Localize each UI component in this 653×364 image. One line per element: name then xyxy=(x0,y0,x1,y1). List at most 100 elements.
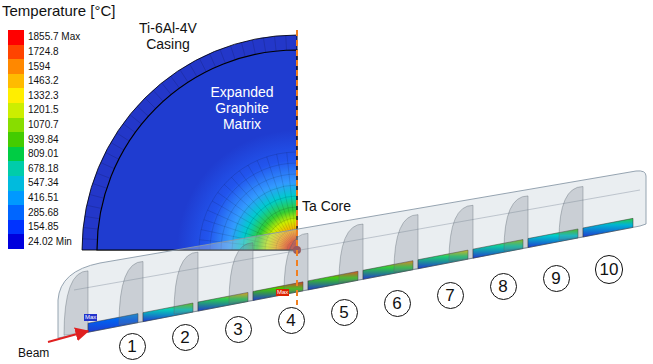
target-housing xyxy=(58,171,646,338)
legend-value: 154.85 xyxy=(28,221,59,233)
legend-swatch xyxy=(8,234,24,249)
callout-circle: 5 xyxy=(331,299,358,326)
segment-plate xyxy=(394,215,418,272)
mesh-line xyxy=(210,54,216,68)
legend-swatch xyxy=(8,30,24,45)
callout-number: 6 xyxy=(392,295,401,312)
mesh-line xyxy=(96,173,110,178)
mesh-line xyxy=(89,194,103,198)
extreme-tag: Max xyxy=(84,314,97,321)
legend-swatch xyxy=(8,45,24,60)
legend-swatch xyxy=(8,220,24,235)
legend-swatch xyxy=(8,118,24,133)
callout-circle: 6 xyxy=(384,290,411,317)
callout-number: 9 xyxy=(551,270,560,287)
segment-plate xyxy=(119,262,143,325)
housing-ridge xyxy=(74,190,640,290)
legend-value: 24.02 Min xyxy=(28,236,72,248)
mesh-line xyxy=(87,205,102,208)
casing-mesh xyxy=(82,35,297,250)
segment-plate xyxy=(64,271,88,335)
segment-plate xyxy=(504,196,528,251)
beam-arrow xyxy=(48,331,88,342)
mesh-line xyxy=(101,163,115,169)
legend-value: 1201.5 xyxy=(28,104,59,116)
section-cut-line xyxy=(296,30,298,305)
callout-number: 3 xyxy=(233,321,242,338)
target-segment xyxy=(583,218,633,237)
target-segments xyxy=(64,187,633,336)
mesh-line xyxy=(117,133,130,141)
mesh-line xyxy=(190,64,198,77)
mesh-line xyxy=(93,184,107,189)
mesh-line xyxy=(171,76,180,88)
legend-swatch xyxy=(8,147,24,162)
segment-plate xyxy=(174,252,198,314)
part-label: Expanded Graphite Matrix xyxy=(204,84,280,132)
mesh-line xyxy=(162,83,171,95)
mesh-line xyxy=(82,250,97,251)
legend-swatch xyxy=(8,191,24,206)
mesh-line xyxy=(252,40,255,55)
graphite-section xyxy=(97,50,297,250)
part-label: Beam xyxy=(18,347,49,361)
callout-circle: 4 xyxy=(278,307,305,334)
legend-swatch xyxy=(8,59,24,74)
segment-plate xyxy=(229,243,253,304)
mesh-line xyxy=(123,124,135,133)
mesh-line xyxy=(180,70,188,83)
callout-number: 5 xyxy=(339,304,348,321)
mesh-line xyxy=(275,36,277,51)
legend-value: 1855.7 Max xyxy=(28,31,80,43)
part-label: Ti-6Al-4V Casing xyxy=(132,20,204,52)
mesh-line xyxy=(145,98,156,109)
mesh-line xyxy=(231,46,236,60)
mesh-line xyxy=(199,58,206,71)
legend-value: 416.51 xyxy=(28,192,59,204)
casing-section xyxy=(82,35,297,250)
legend-value: 285.68 xyxy=(28,207,59,219)
part-label: Ta Core xyxy=(302,198,351,214)
callout-circle: 10 xyxy=(595,255,624,284)
mesh-line xyxy=(111,143,124,151)
mesh-line xyxy=(130,115,142,124)
label-text: Temperature [°C] xyxy=(2,2,116,19)
legend-swatch xyxy=(8,103,24,118)
label-text: Max xyxy=(277,289,288,295)
callout-number: 2 xyxy=(180,329,189,346)
mesh-line xyxy=(105,152,118,159)
callout-number: 8 xyxy=(498,278,507,295)
callout-number: 10 xyxy=(600,261,619,278)
legend-value: 547.34 xyxy=(28,177,59,189)
legend-value: 1070.7 xyxy=(28,119,59,131)
mesh-line xyxy=(153,90,163,101)
callout-circle: 9 xyxy=(543,265,570,292)
callout-number: 4 xyxy=(286,312,295,329)
label-text: Max xyxy=(85,314,96,320)
label-text: Ti-6Al-4V Casing xyxy=(139,20,197,52)
mesh-line xyxy=(220,49,225,63)
callout-circle: 3 xyxy=(225,316,252,343)
callout-number: 1 xyxy=(127,338,136,355)
legend-swatch xyxy=(8,176,24,191)
legend-value: 1594 xyxy=(28,61,50,73)
mesh-line xyxy=(263,38,265,53)
extreme-tag: Max xyxy=(276,289,289,296)
segment-plate xyxy=(339,224,363,282)
segment-plate xyxy=(559,187,583,240)
legend-title: Temperature [°C] xyxy=(2,2,116,19)
callout-number: 7 xyxy=(445,287,454,304)
legend-swatch xyxy=(8,132,24,147)
legend-value: 1724.8 xyxy=(28,46,59,58)
legend-swatch xyxy=(8,161,24,176)
mesh-line xyxy=(241,42,245,56)
legend-swatch xyxy=(8,74,24,89)
callout-circle: 2 xyxy=(172,324,199,351)
mesh-line xyxy=(82,238,97,240)
mesh-line xyxy=(285,35,287,50)
legend-value: 678.18 xyxy=(28,163,59,175)
legend-swatch xyxy=(8,88,24,103)
legend-value: 809.01 xyxy=(28,148,59,160)
